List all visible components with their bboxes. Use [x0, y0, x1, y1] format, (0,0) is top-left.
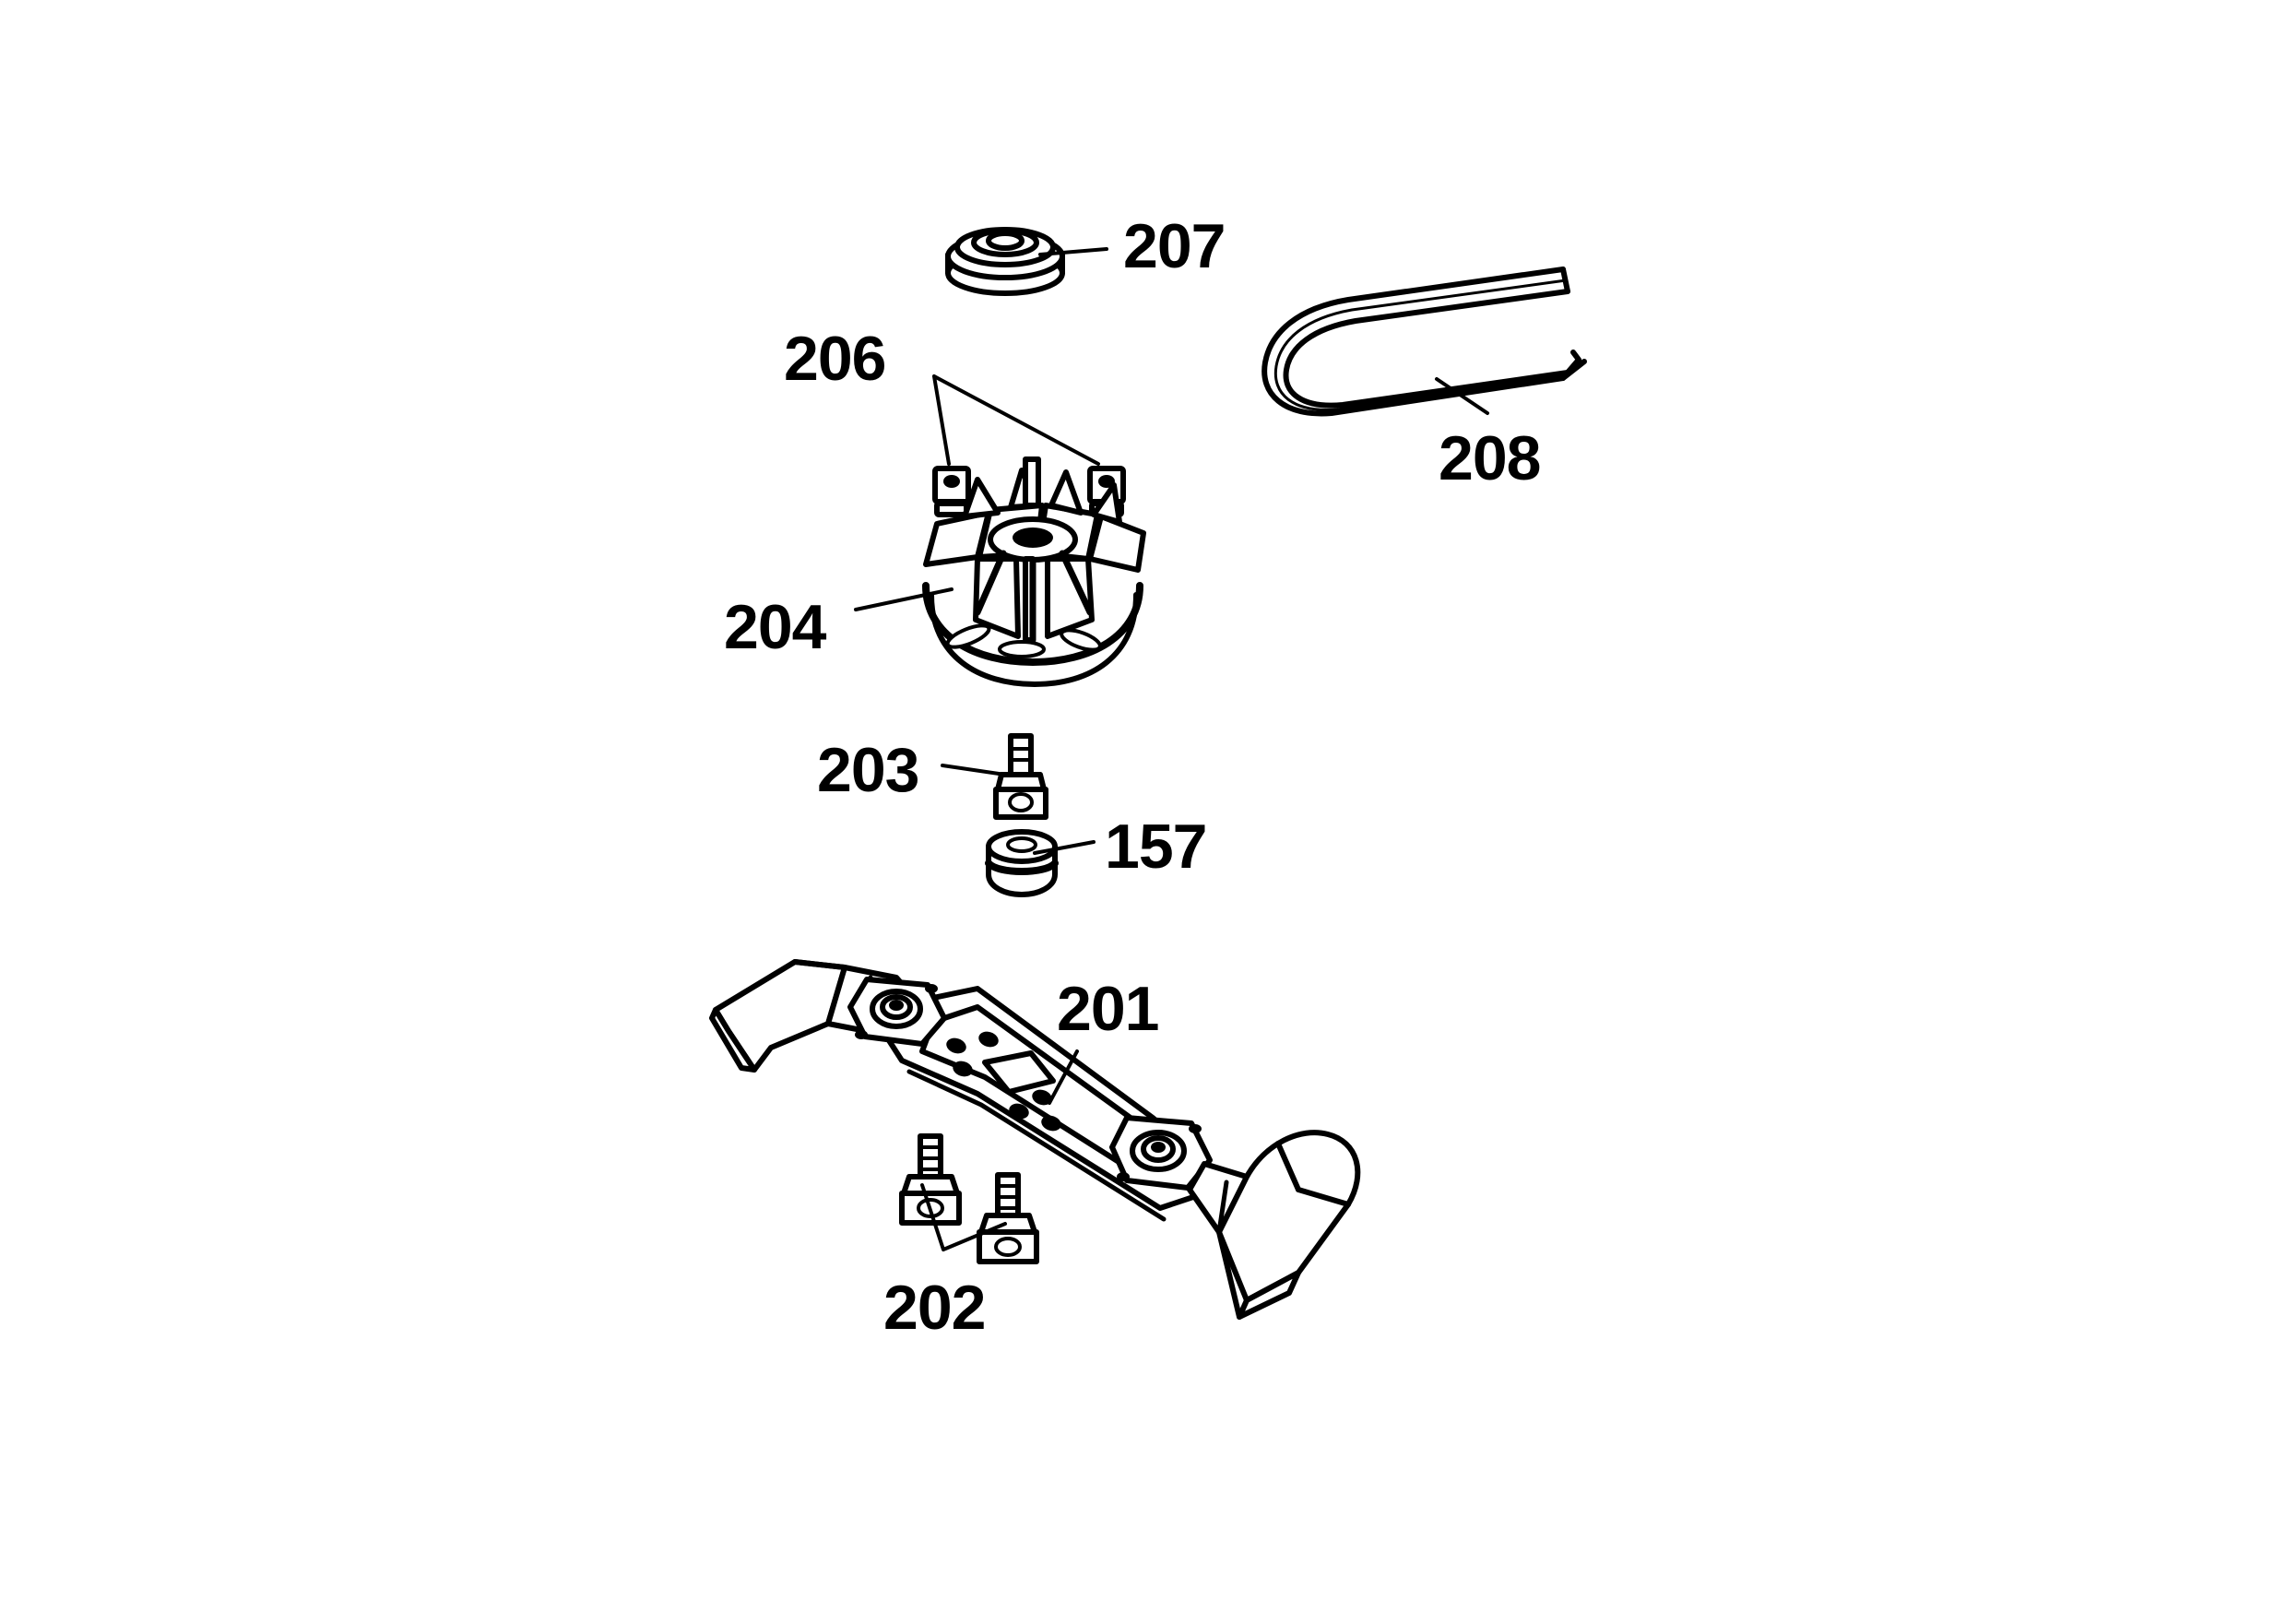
- callout-label-204: 204: [724, 592, 827, 662]
- leader-lines: [854, 247, 1489, 1251]
- part-201-mower-blade[interactable]: [709, 959, 1361, 1320]
- part-204-cooling-fan[interactable]: [922, 456, 1146, 687]
- leader-208: [1435, 377, 1489, 415]
- leader-202: [920, 1183, 1007, 1251]
- part-207-pulley-spacer[interactable]: [945, 227, 1065, 296]
- callout-label-208: 208: [1439, 423, 1540, 493]
- callout-label-201: 201: [1057, 974, 1158, 1044]
- part-203-hex-bolt[interactable]: [993, 733, 1048, 820]
- leader-204: [854, 587, 953, 611]
- part-157-spacer-bushing[interactable]: [985, 829, 1059, 897]
- part-202-blade-bolt-right[interactable]: [977, 1172, 1039, 1264]
- leader-206: [932, 374, 1100, 466]
- blade-mount-boss-left: [847, 977, 947, 1047]
- callout-label-203: 203: [817, 735, 918, 805]
- part-208-v-belt[interactable]: [1261, 267, 1587, 417]
- leader-203: [941, 764, 1007, 776]
- callout-label-206: 206: [784, 324, 885, 394]
- leader-207: [1038, 247, 1108, 256]
- leader-157: [1033, 840, 1096, 855]
- part-206-fan-clip-left[interactable]: [932, 466, 971, 517]
- callout-label-207: 207: [1123, 211, 1225, 281]
- leader-201: [1048, 1049, 1079, 1105]
- callout-label-157: 157: [1105, 812, 1206, 882]
- callout-label-202: 202: [883, 1273, 985, 1343]
